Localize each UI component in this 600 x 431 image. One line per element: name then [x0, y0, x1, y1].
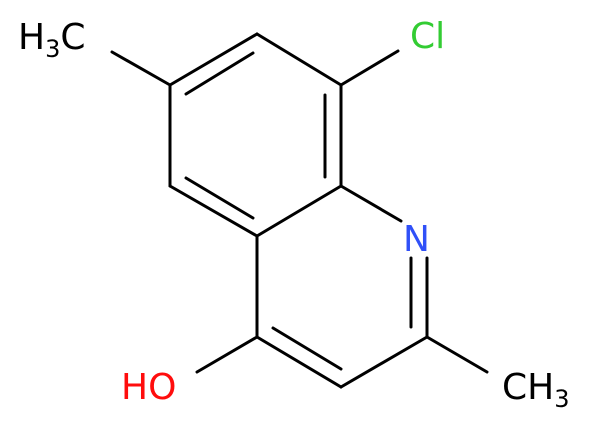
bond-c6-c7	[168, 32, 259, 87]
atom-label-cl: Cl	[410, 16, 445, 57]
bond-c2-methyl	[425, 335, 489, 374]
bond-c3-c4	[255, 335, 343, 389]
bond-c6-methyl	[110, 50, 172, 87]
bond-c4a-c5	[168, 184, 259, 238]
bond-c8a-n1	[339, 184, 403, 223]
bond-c4a-c5-inner	[184, 176, 255, 220]
bond-c3-c4-inner	[271, 326, 343, 371]
bond-c4-o	[195, 335, 259, 374]
bond-c8a-c4a	[255, 184, 343, 238]
bond-c6-c7-inner	[184, 51, 255, 96]
atom-label-methyl-right: CH3	[502, 367, 570, 413]
atom-label-layer: Cl N HO H3C CH3	[18, 16, 570, 413]
bond-c7-c8	[255, 32, 343, 87]
atom-label-oh: HO	[121, 367, 176, 408]
atom-label-methyl-top: H3C	[18, 17, 86, 63]
bond-layer	[110, 32, 489, 389]
atom-label-n: N	[403, 219, 430, 260]
bond-c2-c3	[339, 335, 429, 389]
bond-c8-cl	[339, 49, 400, 87]
